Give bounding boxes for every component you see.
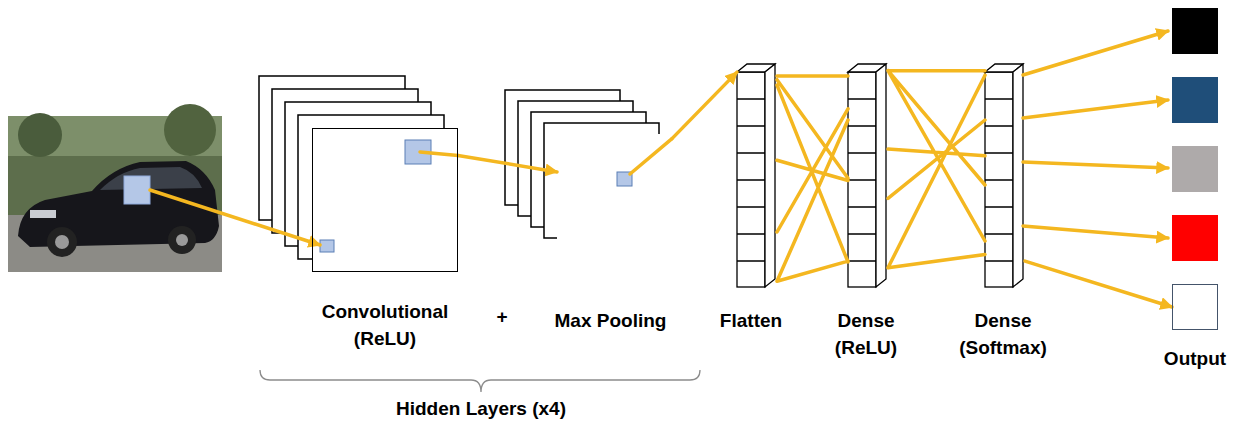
softmax-layer: Dense (Softmax) bbox=[985, 64, 1025, 288]
group-caption: Hidden Layers (x4) bbox=[396, 396, 566, 423]
layer-label: Output bbox=[1150, 346, 1240, 373]
layer-column bbox=[737, 64, 775, 287]
pooling-layer: Max Pooling bbox=[557, 134, 672, 249]
dense-layer: Dense (ReLU) bbox=[848, 64, 888, 288]
flatten-layer: Flatten bbox=[737, 64, 777, 288]
color-swatch bbox=[1172, 77, 1218, 123]
flow-arrow bbox=[1025, 261, 1172, 307]
flow-arrow bbox=[458, 155, 557, 172]
group-brace bbox=[260, 370, 700, 392]
receptive-field bbox=[320, 240, 334, 252]
car-photo bbox=[8, 104, 222, 272]
flow-arrow bbox=[150, 31, 1168, 245]
layer-label: Dense (ReLU) bbox=[819, 308, 914, 361]
color-swatch bbox=[1172, 215, 1218, 261]
layer-label: Convolutional (ReLU) bbox=[300, 299, 470, 352]
output-box: Output bbox=[1172, 284, 1218, 330]
layer-label: Flatten bbox=[701, 308, 801, 335]
layer-column bbox=[848, 64, 886, 287]
layer-label: Max Pooling bbox=[536, 308, 686, 335]
feature-map-stack bbox=[259, 76, 458, 272]
layer-column bbox=[985, 64, 1023, 287]
conv-layer: Convolutional (ReLU) bbox=[312, 128, 458, 272]
color-swatch bbox=[1172, 8, 1218, 54]
weight-connections bbox=[777, 76, 848, 281]
flow-arrow bbox=[672, 72, 737, 139]
pooled-map-stack bbox=[505, 90, 672, 249]
layer-label: Dense (Softmax) bbox=[951, 308, 1056, 361]
color-swatch bbox=[1172, 146, 1218, 192]
operator-sign: + bbox=[496, 304, 507, 331]
weight-connections bbox=[888, 71, 985, 268]
